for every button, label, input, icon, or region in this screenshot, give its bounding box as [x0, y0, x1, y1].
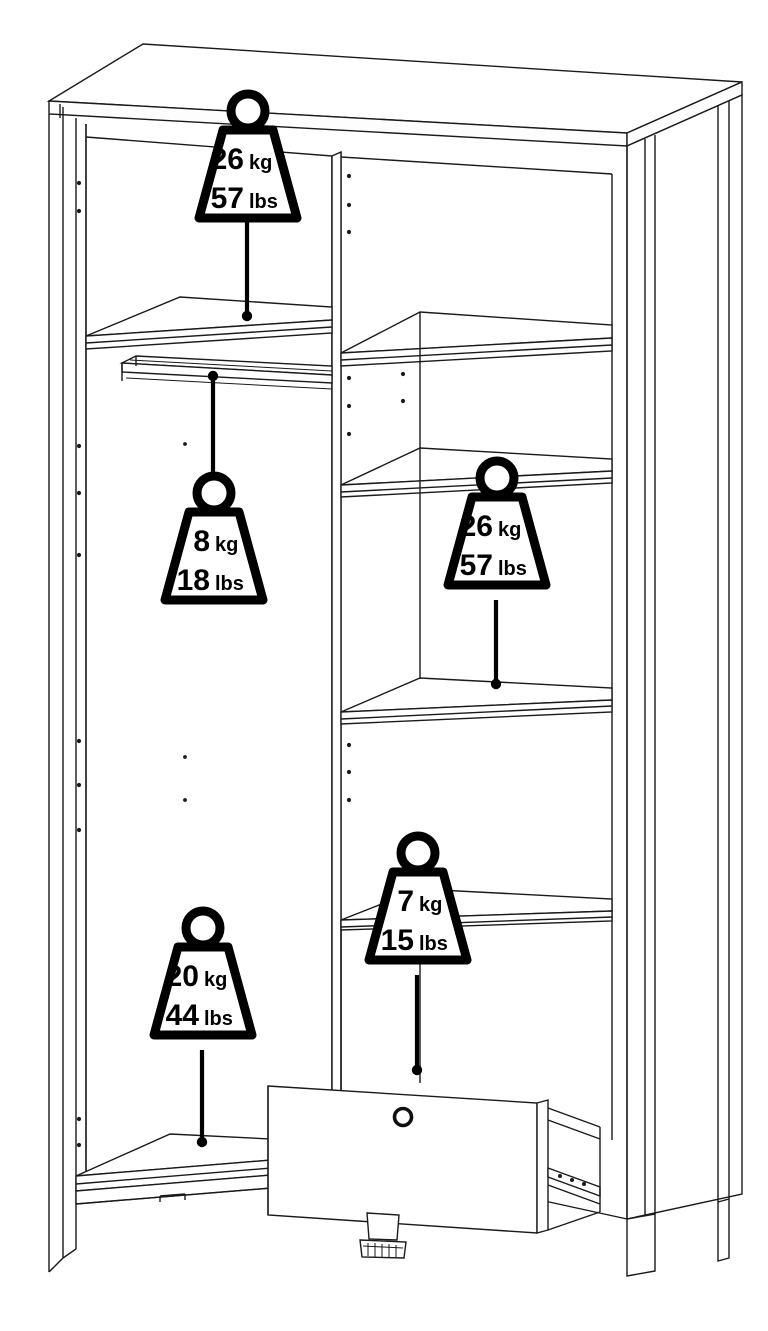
- top-panel: [46, 43, 743, 148]
- weight-label-right-middle-shelf: 26 kg 57 lbs: [443, 456, 551, 590]
- weight-kg-value-1: 26: [211, 143, 244, 176]
- weight-label-bottom-left-shelf: 20 kg 44 lbs: [149, 906, 257, 1040]
- shelf-pin-holes-left: [76, 180, 82, 1148]
- weight-lbs-value-5: 15: [381, 924, 414, 957]
- leveling-foot: [359, 1212, 407, 1259]
- left-leg: [48, 1248, 77, 1273]
- weight-kg-value-4: 20: [166, 960, 199, 993]
- right-shelf-upper: [340, 311, 613, 367]
- shelf-pin-holes-divider-left: [183, 442, 187, 802]
- weight-kg-value-3: 26: [460, 510, 493, 543]
- weight-label-drawer: 7 kg 15 lbs: [364, 831, 472, 965]
- left-side-panel: [48, 107, 87, 1272]
- weight-lbs-unit-5: lbs: [419, 933, 448, 955]
- hanging-rail: [119, 355, 333, 390]
- weight-lbs-unit-1: lbs: [249, 191, 278, 213]
- center-divider-panel: [331, 150, 342, 1130]
- drawer[interactable]: [267, 1085, 549, 1234]
- weight-lbs-value-1: 57: [211, 182, 244, 215]
- shelf-pin-holes-right-bay: [400, 371, 406, 404]
- weight-kg-unit-3: kg: [498, 519, 521, 541]
- weight-kg-unit-1: kg: [249, 152, 272, 174]
- weight-kg-value-2: 8: [193, 525, 210, 558]
- weight-lbs-value-2: 18: [177, 564, 210, 597]
- weight-kg-unit-2: kg: [215, 534, 238, 556]
- weight-lbs-value-3: 57: [460, 549, 493, 582]
- right-leg: [626, 1198, 730, 1277]
- leader-top-left-shelf: [241, 222, 253, 322]
- weight-label-hanging-rail: 8 kg 18 lbs: [160, 471, 268, 605]
- left-shelf: [85, 296, 333, 350]
- right-side-panel: [626, 93, 743, 1220]
- drawer-knob-hole[interactable]: [392, 1106, 414, 1128]
- weight-lbs-value-4: 44: [166, 999, 200, 1032]
- weight-kg-unit-5: kg: [419, 894, 442, 916]
- weight-label-top-left-shelf: 26 kg 57 lbs: [194, 89, 302, 223]
- right-shelf-lower: [340, 677, 613, 725]
- drawer-slide-rail: [547, 1107, 601, 1231]
- leader-drawer: [411, 975, 423, 1076]
- leader-right-middle-shelf: [490, 600, 502, 690]
- weight-kg-unit-4: kg: [204, 969, 227, 991]
- leader-bottom-left-shelf: [196, 1050, 208, 1148]
- weight-lbs-unit-4: lbs: [204, 1008, 233, 1030]
- weight-lbs-unit-2: lbs: [215, 573, 244, 595]
- weight-kg-value-5: 7: [397, 885, 414, 918]
- weight-lbs-unit-3: lbs: [498, 558, 527, 580]
